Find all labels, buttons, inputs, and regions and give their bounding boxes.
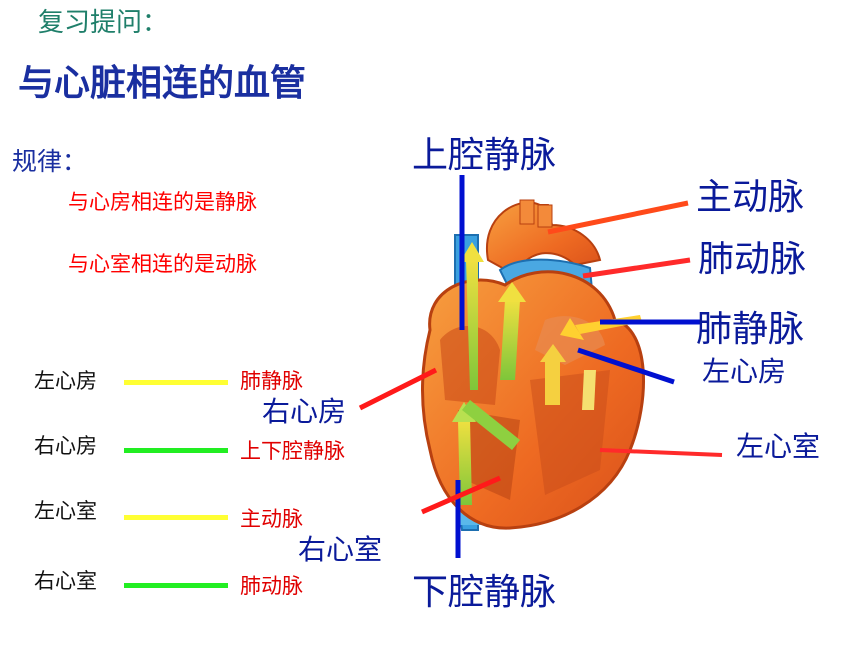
leader-pulmonary-artery — [582, 257, 691, 279]
leader-left-atrium — [577, 347, 675, 385]
label-left-ventricle: 左心室 — [736, 430, 821, 463]
pair-chamber-1: 左心房 — [34, 369, 97, 393]
review-heading: 复习提问： — [38, 8, 169, 38]
aorta-branch — [519, 199, 535, 225]
label-inferior-vena-cava: 下腔静脉 — [412, 572, 557, 613]
pair-chamber-2: 右心房 — [34, 434, 97, 458]
flow-arrow — [452, 402, 476, 422]
label-pulmonary-vein: 肺静脉 — [696, 309, 805, 350]
flow-arrow — [458, 420, 472, 505]
pair-connector-2 — [124, 448, 228, 453]
page-title: 与心脏相连的血管 — [18, 63, 307, 104]
flow-arrow — [545, 360, 560, 405]
pair-vessel-4: 肺动脉 — [240, 574, 303, 598]
pair-vessel-3: 主动脉 — [240, 507, 303, 531]
leader-right-atrium — [358, 367, 438, 411]
aorta-branch — [537, 204, 553, 228]
leader-left-ventricle — [599, 448, 723, 457]
flow-arrow — [540, 344, 566, 362]
flow-arrow — [466, 260, 478, 390]
rule-label: 规律： — [12, 147, 88, 176]
label-aorta: 主动脉 — [696, 177, 805, 218]
pair-vessel-1: 肺静脉 — [240, 369, 303, 393]
pair-vessel-2: 上下腔静脉 — [240, 439, 345, 463]
flow-arrow — [462, 400, 520, 450]
leader-aorta — [547, 200, 689, 235]
pair-connector-3 — [124, 515, 228, 520]
aorta-vessel — [485, 201, 602, 277]
label-superior-vena-cava: 上腔静脉 — [412, 135, 557, 176]
label-right-atrium: 右心房 — [262, 395, 347, 428]
pair-chamber-3: 左心室 — [34, 499, 97, 523]
flow-arrow — [560, 318, 584, 340]
rule-ventricle-artery: 与心室相连的是动脉 — [68, 252, 257, 276]
rule-atrium-vein: 与心房相连的是静脉 — [68, 190, 257, 214]
flow-arrow — [498, 282, 526, 302]
label-right-ventricle: 右心室 — [298, 533, 383, 566]
pair-chamber-4: 右心室 — [34, 569, 97, 593]
flow-arrow — [500, 300, 520, 380]
label-left-atrium: 左心房 — [702, 355, 787, 388]
pair-connector-1 — [124, 380, 228, 385]
flow-arrow — [460, 242, 484, 262]
leader-right-ventricle — [421, 475, 501, 515]
flow-arrow — [582, 370, 596, 410]
pair-connector-4 — [124, 583, 228, 588]
label-pulmonary-artery: 肺动脉 — [698, 239, 807, 280]
